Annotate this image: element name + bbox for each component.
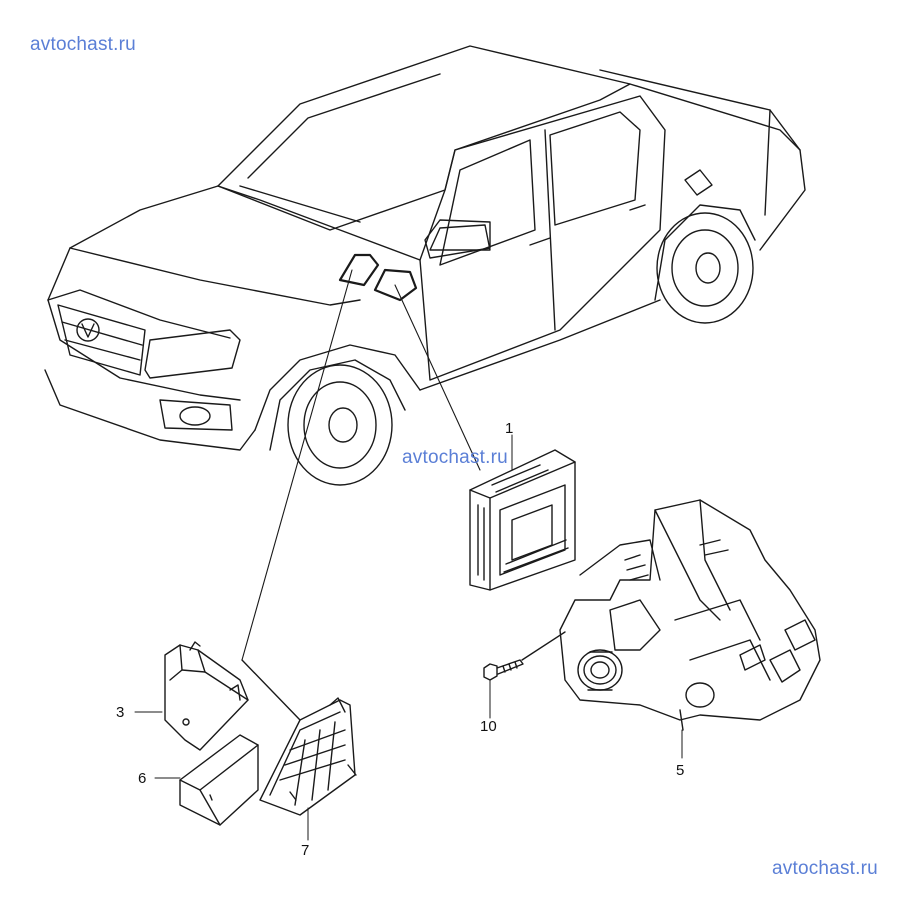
- callout-part-6: 6: [138, 770, 147, 787]
- callout-leaders: [134, 434, 683, 841]
- module-part-6: [179, 734, 259, 826]
- carrier-part-7: [241, 659, 357, 816]
- callout-part-1: 1: [505, 420, 514, 437]
- callout-part-5: 5: [676, 762, 685, 779]
- callout-part-7: 7: [301, 842, 310, 859]
- pickup-truck-outline: [44, 45, 806, 486]
- leader-lines: [241, 269, 481, 661]
- callout-part-3: 3: [116, 704, 125, 721]
- watermark-top-left: avtochast.ru: [30, 34, 136, 55]
- watermark-center: avtochast.ru: [402, 447, 508, 468]
- bolt-part-10: [483, 631, 566, 681]
- callout-part-10: 10: [480, 718, 497, 735]
- bracket-part-3: [164, 641, 249, 751]
- watermark-bottom-right: avtochast.ru: [772, 858, 878, 879]
- steering-column-module-part-5: [559, 499, 821, 731]
- control-module-part-1: [469, 449, 576, 591]
